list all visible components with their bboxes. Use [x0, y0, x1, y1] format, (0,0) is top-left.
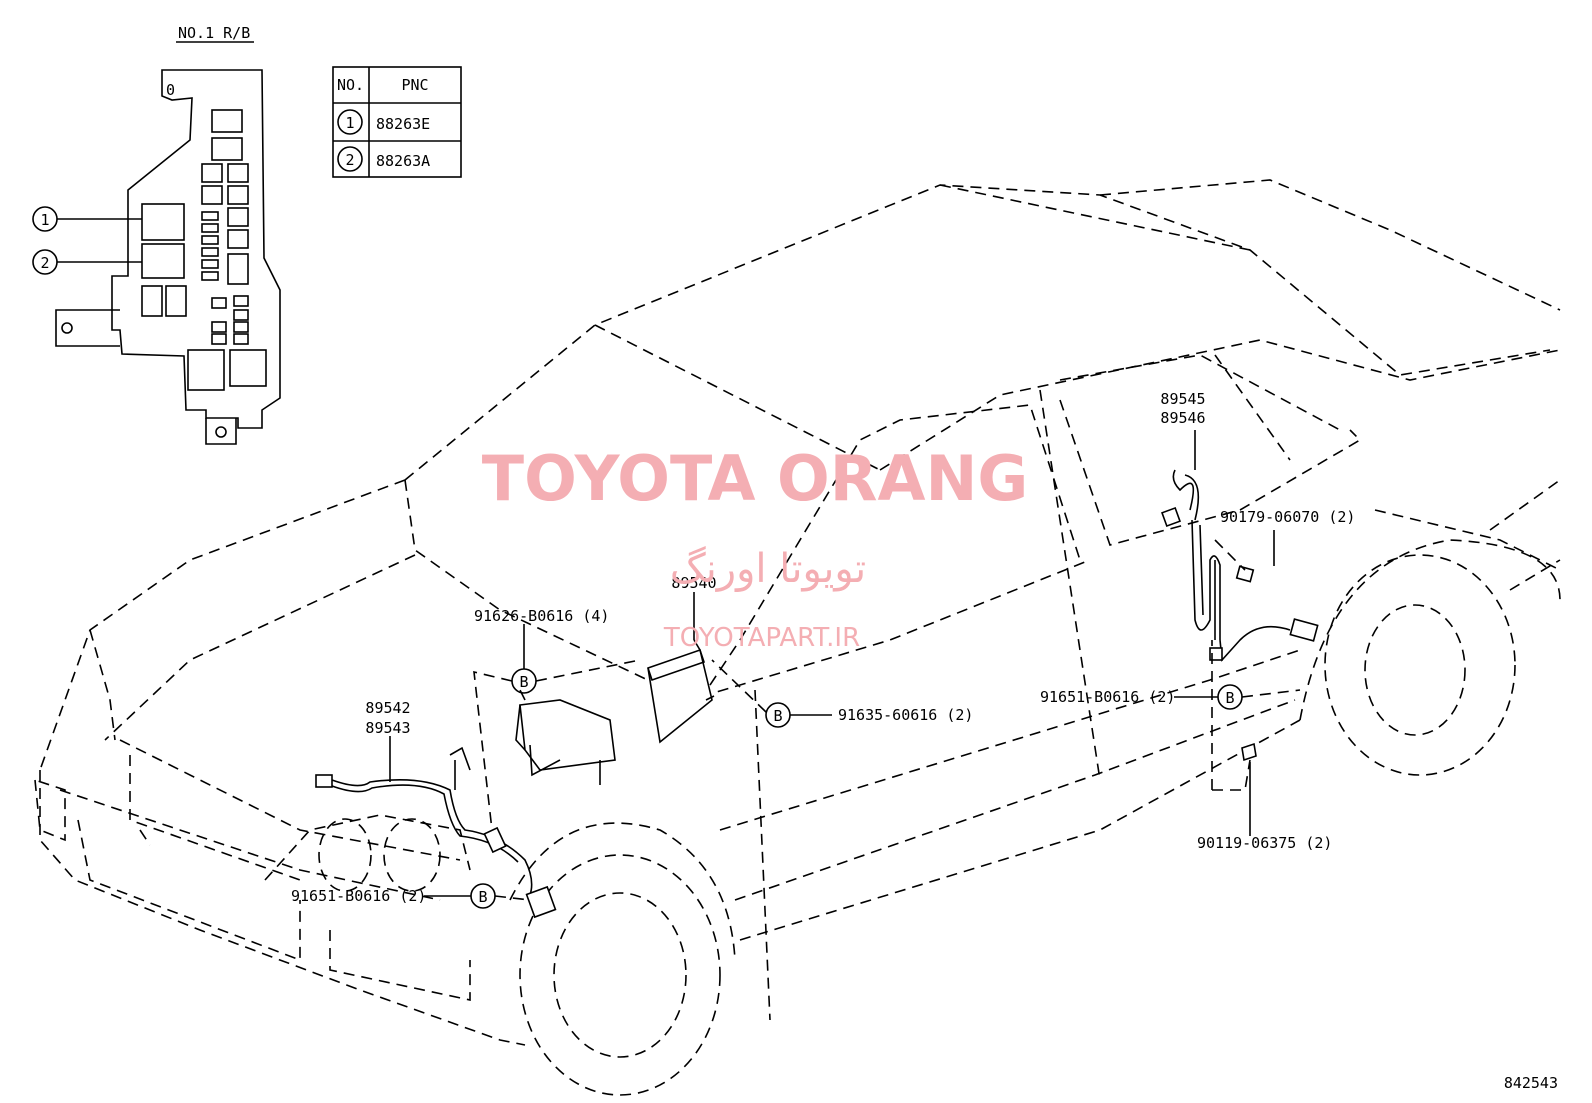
front-speed-sensor: 89542 89543 — [315, 699, 557, 919]
bolt-marker-computer: B 91626-B0616 (4) — [473, 607, 641, 831]
svg-text:B: B — [519, 673, 528, 691]
callout-2: 2 — [40, 254, 49, 272]
rear-clip: 90179-06070 (2) — [1214, 508, 1355, 583]
svg-text:B: B — [773, 707, 782, 725]
pnc-row-2-pnc: 88263A — [376, 152, 430, 170]
relay-block-caption: NO.1 R/B — [178, 24, 250, 42]
bolt-marker-front: B 91651-B0616 (2) — [291, 883, 531, 909]
pnc-row-2-no: 2 — [345, 151, 354, 169]
pnc-table: NO. PNC 1 88263E 2 88263A — [332, 66, 462, 178]
computer-number: 89540 — [671, 574, 716, 592]
relay-block: NO.1 R/B 0 — [32, 24, 281, 445]
watermark-title: TOYOTA ORANG — [482, 442, 1028, 515]
rear-speed-sensor: 89545 89546 — [1160, 390, 1319, 662]
rear-clip-number: 90179-06070 (2) — [1220, 508, 1355, 526]
rear-screw: 90119-06375 (2) — [1197, 640, 1332, 852]
watermark-persian: تویوتا اورنگ — [670, 546, 866, 592]
relay-2 — [141, 243, 185, 279]
pnc-header-pnc: PNC — [401, 76, 428, 94]
watermark: TOYOTA ORANG تویوتا اورنگ TOYOTAPART.IR — [482, 442, 1028, 653]
rear-screw-number: 90119-06375 (2) — [1197, 834, 1332, 852]
figure-number: 842543 — [1504, 1074, 1558, 1092]
bolt-computer-number: 91626-B0616 (4) — [474, 607, 609, 625]
bolt-rear-number: 91651-B0616 (2) — [1040, 688, 1175, 706]
pnc-row-1-pnc: 88263E — [376, 115, 430, 133]
bracket — [515, 689, 616, 785]
front-sensor-number-a: 89542 — [365, 699, 410, 717]
car-outline — [34, 179, 1561, 1096]
svg-text:B: B — [478, 888, 487, 906]
bolt-marker-rear: B 91651-B0616 (2) — [1040, 684, 1301, 710]
callout-1: 1 — [40, 211, 49, 229]
rear-sensor-number-b: 89546 — [1160, 409, 1205, 427]
bolt-front-number: 91651-B0616 (2) — [291, 887, 426, 905]
rear-sensor-number-a: 89545 — [1160, 390, 1205, 408]
pnc-header-no: NO. — [337, 76, 364, 94]
bolt-bracket-number: 91635-60616 (2) — [838, 706, 973, 724]
watermark-site: TOYOTAPART.IR — [663, 623, 860, 653]
relay-1 — [141, 203, 185, 241]
pnc-row-1-no: 1 — [345, 114, 354, 132]
front-sensor-number-b: 89543 — [365, 719, 410, 737]
svg-text:B: B — [1225, 689, 1234, 707]
svg-text:0: 0 — [166, 81, 175, 99]
abs-computer: 89540 — [647, 574, 717, 744]
bolt-marker-bracket: B 91635-60616 (2) — [711, 659, 973, 728]
